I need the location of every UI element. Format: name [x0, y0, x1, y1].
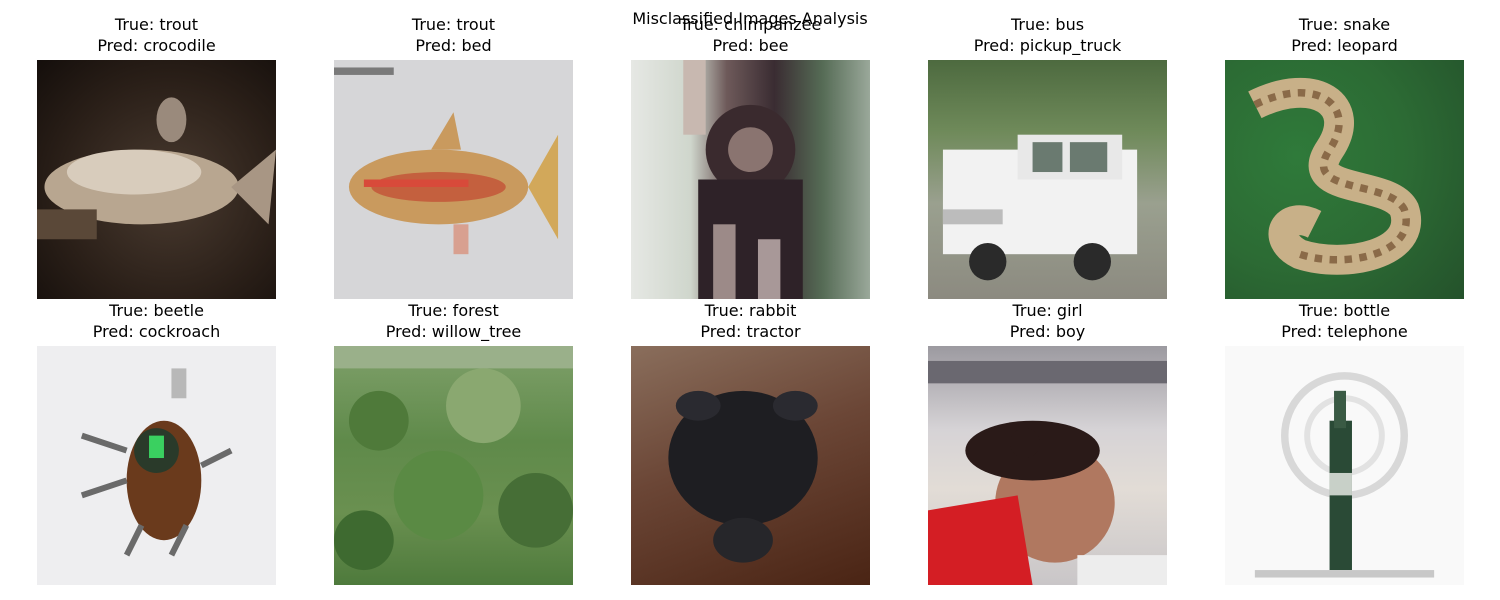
pred-label: Pred: cockroach — [92, 322, 221, 341]
true-label: True: beetle — [109, 301, 204, 320]
true-label: True: bus — [1010, 15, 1085, 34]
figure-title: Misclassified Images Analysis — [632, 9, 868, 28]
panel-trout-bed: True: trout Pred: bed — [334, 14, 573, 299]
image-bottle — [1225, 346, 1464, 585]
image-chimpanzee — [631, 60, 870, 299]
image-trout — [37, 60, 276, 299]
panel-bus-pickup: True: bus Pred: pickup_truck — [928, 14, 1167, 299]
image-trout — [334, 60, 573, 299]
image-beetle — [37, 346, 276, 585]
image-forest — [334, 346, 573, 585]
panel-beetle-cockroach: True: beetle Pred: cockroach — [37, 300, 276, 585]
image-snake — [1225, 60, 1464, 299]
pred-label: Pred: bed — [415, 36, 492, 55]
true-label: True: rabbit — [704, 301, 797, 320]
pred-label: Pred: tractor — [700, 322, 801, 341]
pred-label: Pred: telephone — [1281, 322, 1408, 341]
true-label: True: trout — [411, 15, 496, 34]
pred-label: Pred: crocodile — [97, 36, 216, 55]
image-girl — [928, 346, 1167, 585]
panel-chimpanzee-bee: True: chimpanzee Pred: bee — [631, 14, 870, 299]
panel-bottle-telephone: True: bottle Pred: telephone — [1225, 300, 1464, 585]
pred-label: Pred: boy — [1009, 322, 1086, 341]
panel-forest-willow: True: forest Pred: willow_tree — [334, 300, 573, 585]
true-label: True: girl — [1012, 301, 1083, 320]
pred-label: Pred: willow_tree — [385, 322, 522, 341]
panel-trout-crocodile: True: trout Pred: crocodile — [37, 14, 276, 299]
pred-label: Pred: pickup_truck — [973, 36, 1122, 55]
true-label: True: chimpanzee — [679, 15, 822, 34]
image-rabbit — [631, 346, 870, 585]
pred-label: Pred: leopard — [1291, 36, 1398, 55]
panel-rabbit-tractor: True: rabbit Pred: tractor — [631, 300, 870, 585]
pred-label: Pred: bee — [712, 36, 789, 55]
image-bus — [928, 60, 1167, 299]
true-label: True: trout — [114, 15, 199, 34]
panel-snake-leopard: True: snake Pred: leopard — [1225, 14, 1464, 299]
panel-girl-boy: True: girl Pred: boy — [928, 300, 1167, 585]
true-label: True: bottle — [1298, 301, 1391, 320]
true-label: True: forest — [408, 301, 499, 320]
true-label: True: snake — [1298, 15, 1391, 34]
